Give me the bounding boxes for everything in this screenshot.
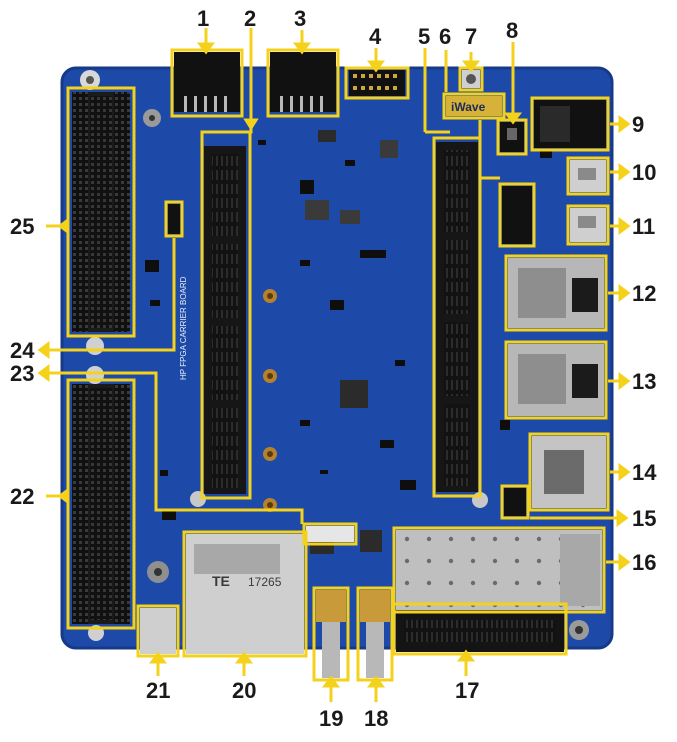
- callout-23: 23: [10, 361, 34, 386]
- highlight-15: [500, 484, 530, 520]
- highlight-2: [200, 130, 252, 500]
- te-code: 17265: [248, 575, 282, 589]
- callout-22: 22: [10, 484, 34, 509]
- smd-components: [145, 130, 552, 554]
- callout-lines: [37, 28, 631, 702]
- som-socket-left: [204, 146, 246, 494]
- callout-4: 4: [369, 24, 382, 49]
- callout-10: 10: [632, 160, 656, 185]
- highlight-11: [566, 204, 610, 246]
- highlight-22: [66, 378, 136, 630]
- highlight-12: [504, 254, 608, 332]
- highlight-14: [528, 432, 610, 512]
- callout-7: 7: [465, 24, 477, 49]
- te-logo: TE: [212, 573, 230, 589]
- callout-19: 19: [319, 706, 343, 731]
- callout-6: 6: [439, 24, 451, 49]
- callout-13: 13: [632, 369, 656, 394]
- callout-12: 12: [632, 281, 656, 306]
- vendor-logo-plate: [446, 96, 502, 116]
- highlight-6: [442, 92, 506, 120]
- header-24: [168, 204, 180, 234]
- highlight-boxes: [66, 48, 610, 682]
- callout-5: 5: [418, 24, 430, 49]
- callout-11: 11: [632, 214, 655, 239]
- highlight-9: [530, 96, 610, 152]
- highlight-5: [432, 136, 482, 498]
- callout-14: 14: [632, 460, 657, 485]
- callout-17: 17: [455, 678, 479, 703]
- highlight-16: [392, 526, 606, 614]
- callout-20: 20: [232, 678, 256, 703]
- callout-18: 18: [364, 706, 388, 731]
- pin-header-4: [349, 70, 405, 96]
- callout-25: 25: [10, 214, 34, 239]
- callout-3: 3: [294, 6, 306, 31]
- sma-connector-18: [360, 590, 390, 678]
- highlight-23: [302, 522, 358, 546]
- highlight-10: [566, 156, 610, 196]
- callout-1: 1: [197, 6, 209, 31]
- micro-usb-21: [140, 608, 176, 654]
- highlight-6b: [498, 182, 536, 248]
- jtag-connector-23: [306, 526, 354, 542]
- callout-15: 15: [632, 506, 656, 531]
- callout-2: 2: [244, 6, 256, 31]
- callout-24: 24: [10, 338, 35, 363]
- highlight-13: [504, 340, 608, 420]
- sma-connector-19: [316, 590, 346, 678]
- highlight-25: [66, 86, 136, 338]
- board-title: HP FPGA CARRIER BOARD: [179, 276, 188, 380]
- som-socket-right: [436, 142, 478, 492]
- boot-header-6: [502, 186, 532, 244]
- highlight-17: [392, 602, 568, 656]
- dip-switch-15: [504, 488, 526, 516]
- callout-labels: 1 2 3 4 5 6 7 8 9 10 11 12 13 14 15 16 1…: [10, 6, 657, 731]
- callout-16: 16: [632, 550, 656, 575]
- callout-21: 21: [146, 678, 170, 703]
- callout-8: 8: [506, 18, 518, 43]
- vendor-logo-text: iWave: [451, 100, 486, 114]
- callout-9: 9: [632, 112, 644, 137]
- highlight-24: [164, 200, 184, 238]
